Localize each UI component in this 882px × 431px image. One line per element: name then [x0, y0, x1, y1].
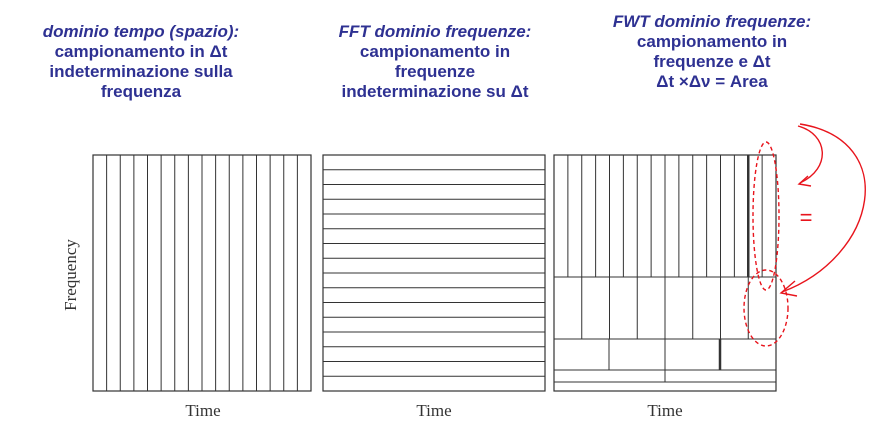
heading-title: FWT dominio frequenze: [612, 12, 812, 31]
heading-line: frequenza [100, 82, 182, 101]
vertical-strips [106, 155, 298, 391]
heading-fwt-domain: FWT dominio frequenze: campionamento in … [586, 12, 838, 92]
heading-line: campionamento in [636, 32, 788, 51]
arrow-curve [797, 125, 823, 184]
heading-line: indeterminazione su Δt [341, 82, 529, 101]
horizontal-strips [323, 169, 545, 377]
highlight-ellipse [743, 269, 789, 347]
highlight-ellipse [752, 141, 780, 291]
x-axis-label: Time [647, 401, 682, 420]
equals-sign: = [800, 205, 813, 230]
heading-line: frequenze [394, 62, 476, 81]
arrow-head [797, 175, 812, 187]
arrow-head [779, 280, 798, 297]
heading-fft-domain: FFT dominio frequenze: campionamento in … [292, 22, 578, 102]
arrow-curve [781, 123, 866, 293]
panel-fwt-domain [553, 154, 777, 392]
area-equality-annotation [743, 123, 866, 347]
heading-line: indeterminazione sulla [49, 62, 233, 81]
level-high-cells [567, 155, 763, 277]
heading-line: Δt ×Δν = Area [656, 72, 768, 91]
x-axis-label: Time [416, 401, 451, 420]
x-axis-label: Time [185, 401, 220, 420]
heading-line: frequenze e Δt [653, 52, 771, 71]
heading-time-domain: dominio tempo (spazio): campionamento in… [0, 22, 282, 102]
heading-title: dominio tempo (spazio): [42, 22, 240, 41]
heading-line: campionamento in [359, 42, 511, 61]
heading-line: campionamento in Δt [54, 42, 228, 61]
level-mid-cells [581, 277, 749, 339]
panel-fft-domain [322, 154, 546, 392]
y-axis-label: Frequency [61, 239, 80, 311]
heading-title: FFT dominio frequenze: [338, 22, 532, 41]
panel-time-domain [92, 154, 312, 392]
